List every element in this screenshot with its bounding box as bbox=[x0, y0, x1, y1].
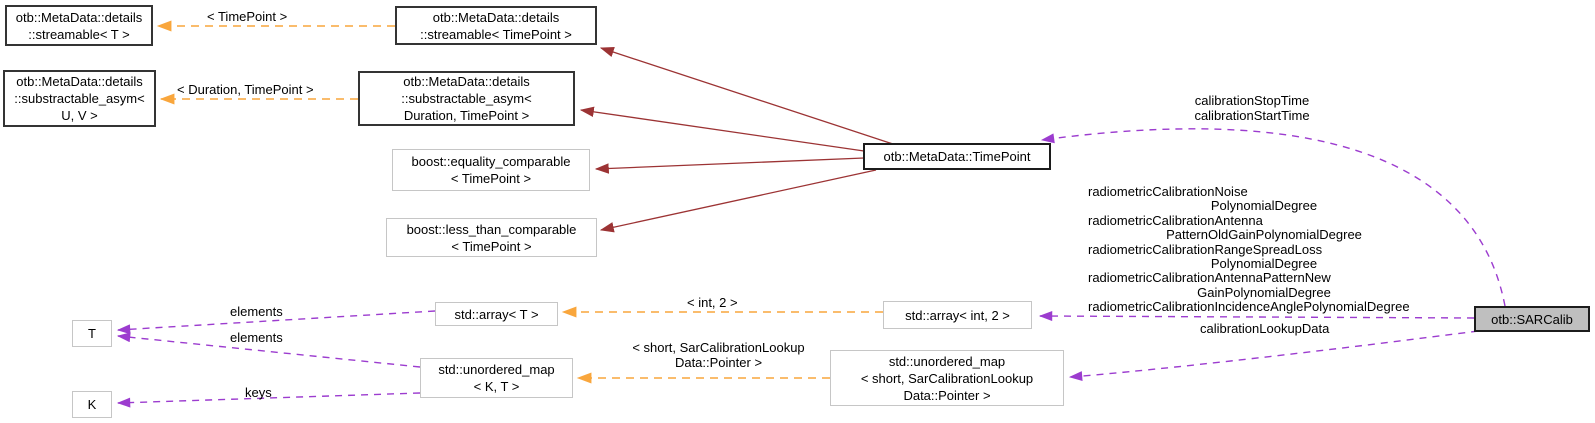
edge-usage-map-keys bbox=[116, 392, 421, 408]
node-label-line: boost::less_than_comparable bbox=[406, 221, 577, 237]
node-label-line: Data::Pointer > bbox=[903, 387, 991, 403]
node-label-line: Duration, TimePoint > bbox=[403, 108, 530, 123]
node-label-line: < TimePoint > bbox=[451, 238, 532, 254]
node-template-param-t[interactable]: T bbox=[72, 320, 112, 347]
node-label-line: < K, T > bbox=[473, 379, 520, 394]
node-label-line: otb::MetaData::details bbox=[16, 74, 143, 89]
edge-inherits-equality-comparable bbox=[594, 157, 865, 174]
edge-inherits-streamable-timepoint bbox=[599, 47, 894, 145]
edge-label-map-keys: keys bbox=[245, 385, 272, 400]
edge-label-line: radiometricCalibrationAntennaPatternNew bbox=[1088, 270, 1331, 286]
edge-label-line: < short, SarCalibrationLookup bbox=[632, 340, 805, 355]
node-label-line: std::unordered_map bbox=[888, 353, 1006, 369]
node-template-param-k[interactable]: K bbox=[72, 391, 112, 418]
edge-usage-array-elements bbox=[116, 310, 436, 335]
node-label-line: otb::SARCalib bbox=[1491, 311, 1573, 327]
node-otb-metadata-timepoint[interactable]: otb::MetaData::TimePoint bbox=[863, 143, 1051, 170]
edge-label-line: PolynomialDegree bbox=[1210, 198, 1318, 214]
node-label-line: otb::MetaData::details bbox=[15, 9, 143, 25]
edge-label-template-short-lookup: < short, SarCalibrationLookup Data::Poin… bbox=[627, 340, 810, 370]
node-label-line: < short, SarCalibrationLookup bbox=[860, 370, 1034, 386]
node-std-array-t[interactable]: std::array< T > bbox=[435, 302, 558, 326]
edge-label-line: PatternOldGainPolynomialDegree bbox=[1166, 227, 1362, 243]
edge-label-line: calibrationStartTime bbox=[1194, 108, 1310, 123]
edge-usage-calibration-lookup-data bbox=[1068, 330, 1479, 382]
node-streamable-timepoint[interactable]: otb::MetaData::details ::streamable< Tim… bbox=[395, 6, 597, 45]
edge-label-line: PolynomialDegree bbox=[1210, 256, 1318, 272]
node-substractable-asym-uv[interactable]: otb::MetaData::details ::substractable_a… bbox=[3, 70, 156, 127]
node-label-line: otb::MetaData::TimePoint bbox=[883, 149, 1031, 164]
edge-inherits-less-than-comparable bbox=[599, 169, 877, 233]
node-label-line: boost::equality_comparable bbox=[411, 154, 571, 169]
node-boost-less-than-comparable[interactable]: boost::less_than_comparable < TimePoint … bbox=[386, 218, 597, 257]
node-substractable-asym-duration-timepoint[interactable]: otb::MetaData::details ::substractable_a… bbox=[358, 71, 575, 126]
node-boost-equality-comparable[interactable]: boost::equality_comparable < TimePoint > bbox=[392, 149, 590, 191]
node-std-unordered-map-kt[interactable]: std::unordered_map < K, T > bbox=[420, 358, 573, 398]
node-label-line: K bbox=[87, 397, 97, 412]
edge-label-line: radiometricCalibrationNoise bbox=[1088, 184, 1248, 199]
edge-label-map-elements: elements bbox=[230, 330, 283, 345]
edge-label-array-elements: elements bbox=[230, 304, 283, 319]
node-label-line: std::array< int, 2 > bbox=[905, 307, 1010, 323]
edge-usage-calibration-times bbox=[1040, 128, 1506, 307]
node-std-unordered-map-short-lookup[interactable]: std::unordered_map < short, SarCalibrati… bbox=[830, 350, 1064, 406]
node-label-line: U, V > bbox=[61, 108, 98, 123]
node-streamable-t[interactable]: otb::MetaData::details ::streamable< T > bbox=[5, 5, 153, 46]
node-label-line: otb::MetaData::details bbox=[403, 74, 530, 89]
edge-label-template-int-2: < int, 2 > bbox=[687, 295, 738, 310]
edge-label-line: radiometricCalibrationIncidenceAnglePoly… bbox=[1088, 299, 1410, 315]
edge-label-line: GainPolynomialDegree bbox=[1197, 284, 1331, 300]
node-otb-sarcalib[interactable]: otb::SARCalib bbox=[1474, 306, 1590, 332]
node-label-line: < TimePoint > bbox=[450, 171, 532, 186]
node-label-line: std::unordered_map bbox=[438, 362, 555, 377]
node-std-array-int-2[interactable]: std::array< int, 2 > bbox=[883, 301, 1032, 329]
node-label-line: ::substractable_asym< bbox=[14, 91, 145, 106]
edge-label-line: radiometricCalibrationRangeSpreadLoss bbox=[1088, 241, 1323, 257]
edge-label-radiometric-degrees: radiometricCalibrationNoise PolynomialDe… bbox=[1088, 184, 1440, 315]
edge-label-calibration-lookup-data: calibrationLookupData bbox=[1200, 321, 1330, 336]
node-label-line: ::streamable< T > bbox=[28, 26, 130, 42]
edge-label-template-duration-timepoint: < Duration, TimePoint > bbox=[177, 82, 314, 97]
node-label-line: ::substractable_asym< bbox=[401, 91, 532, 106]
node-label-line: otb::MetaData::details bbox=[432, 9, 560, 25]
node-label-line: ::streamable< TimePoint > bbox=[420, 26, 572, 42]
edge-usage-radiometric-degrees bbox=[1038, 311, 1475, 322]
edge-label-line: radiometricCalibrationAntenna bbox=[1088, 212, 1263, 228]
edge-usage-map-elements bbox=[116, 332, 421, 368]
edge-label-calibration-times: calibrationStopTime calibrationStartTime bbox=[1183, 93, 1321, 123]
edge-inherits-substractable-asym bbox=[579, 106, 865, 152]
node-label-line: std::array< T > bbox=[454, 306, 539, 322]
node-label-line: T bbox=[88, 326, 96, 341]
edge-label-line: Data::Pointer > bbox=[674, 355, 763, 370]
edge-label-line: calibrationStopTime bbox=[1194, 93, 1310, 108]
edge-label-template-timepoint: < TimePoint > bbox=[207, 9, 288, 24]
